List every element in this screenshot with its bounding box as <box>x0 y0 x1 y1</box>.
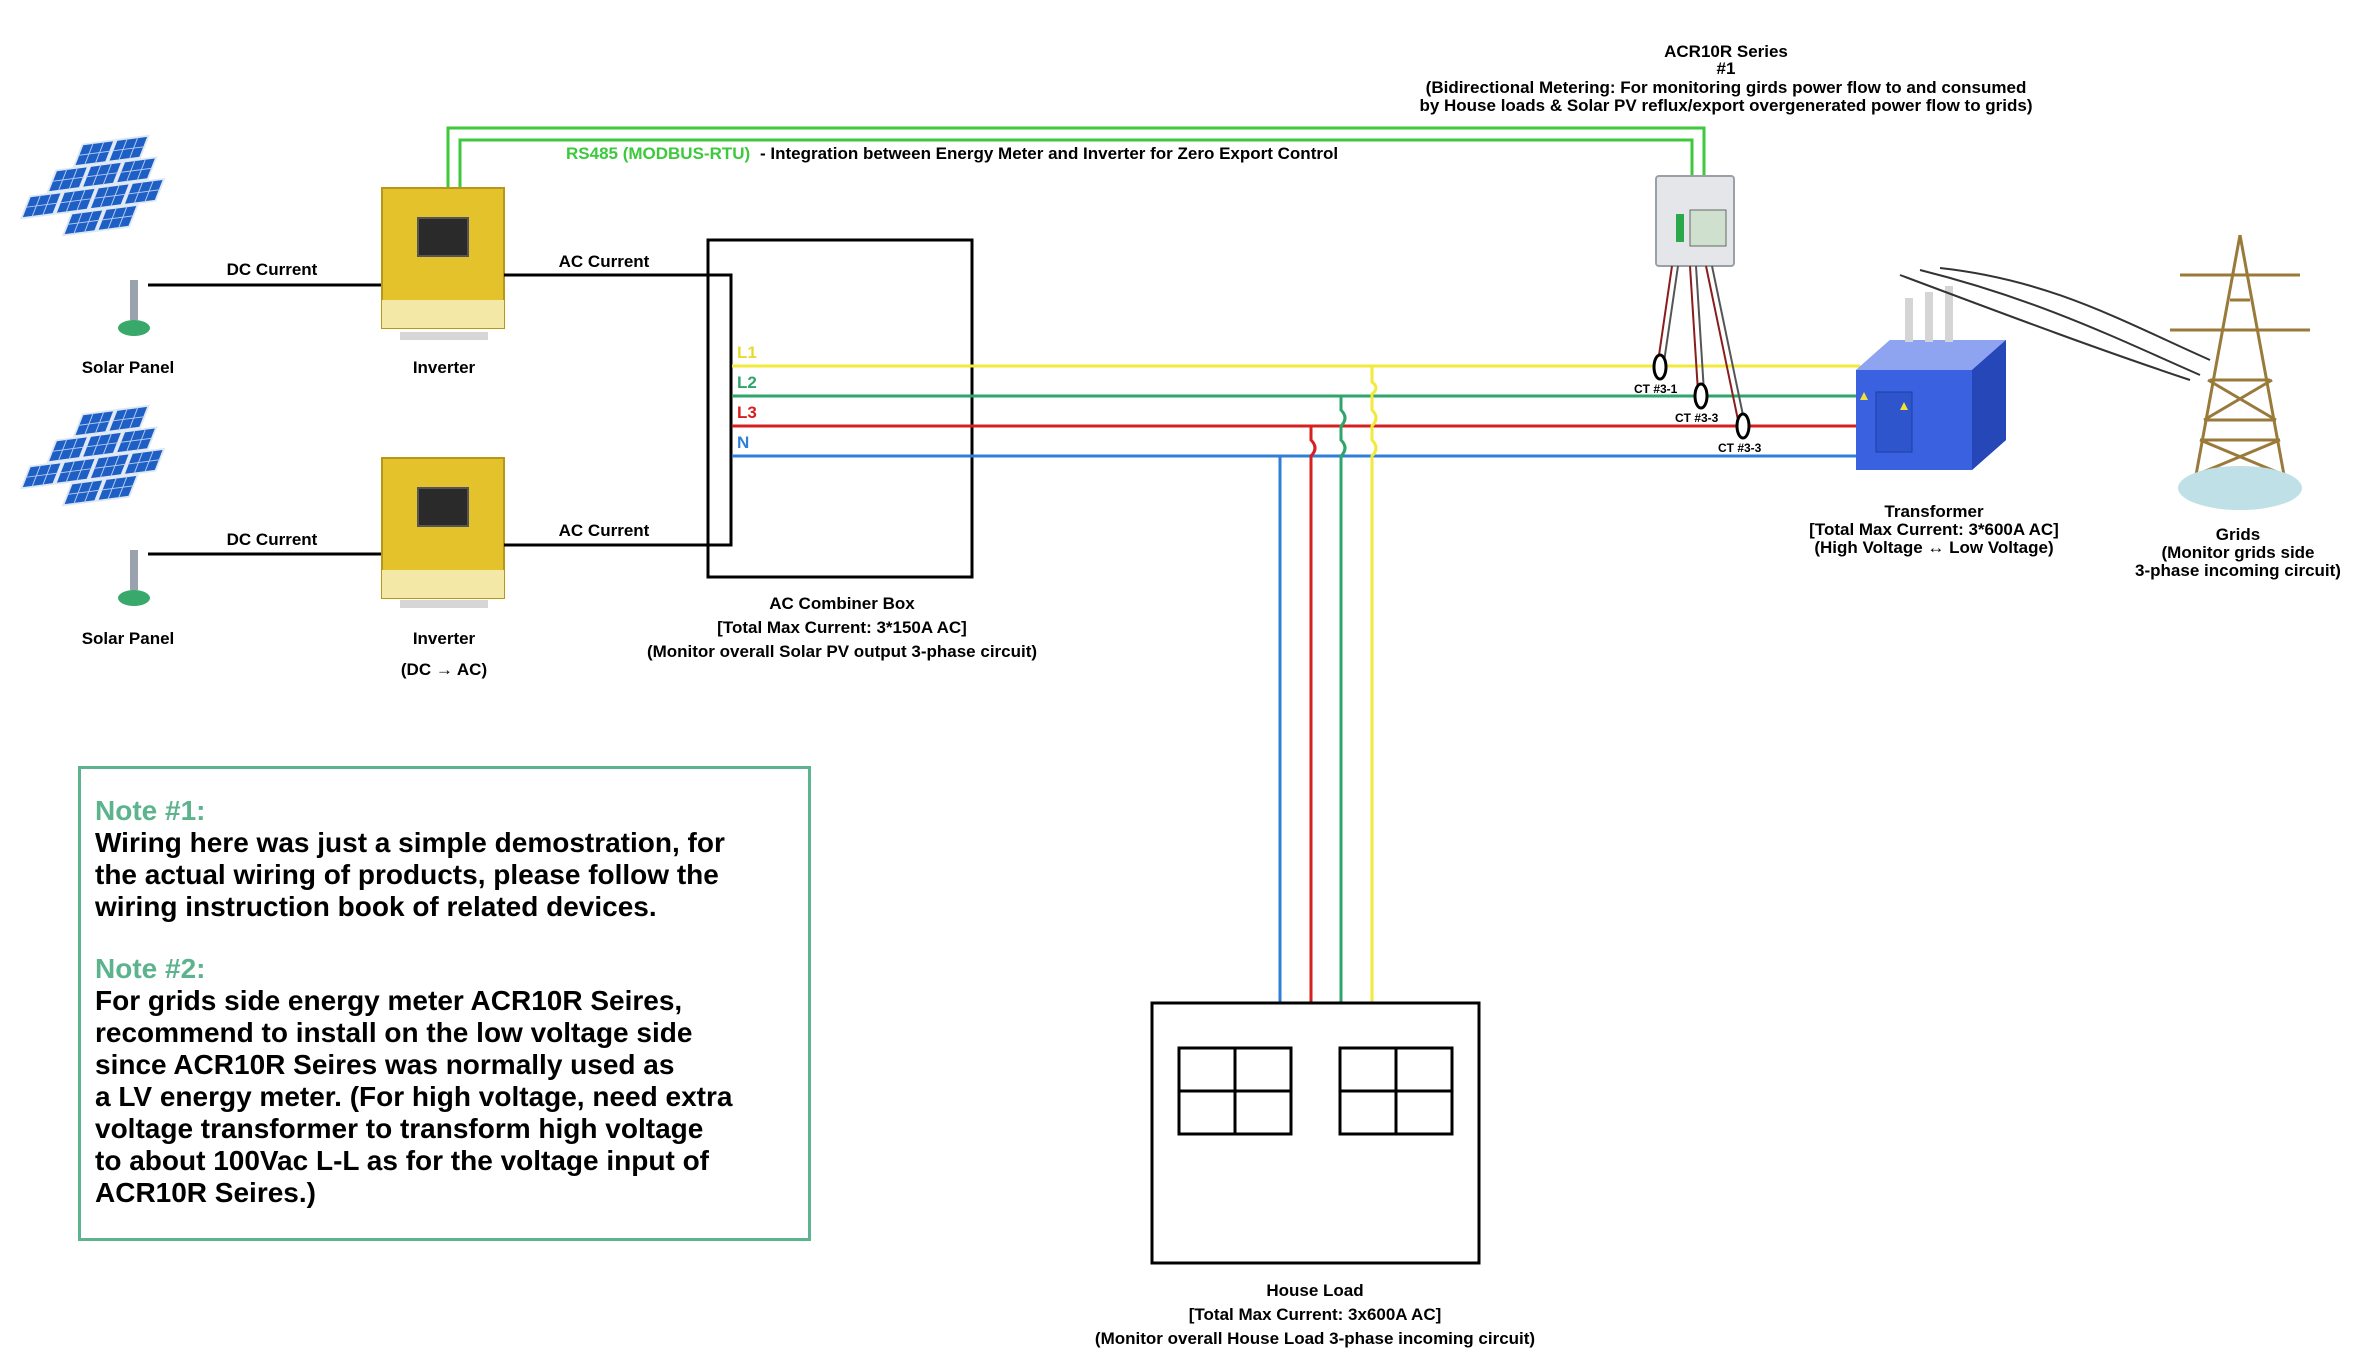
ac-cable-top <box>504 273 733 547</box>
ct-3-icon <box>1735 412 1751 440</box>
solar-panel-bottom-icon <box>20 404 166 606</box>
energy-meter-icon <box>1655 175 1735 267</box>
current-transformers <box>1652 353 1751 440</box>
meter-description-line2: by House loads & Solar PV reflux/export … <box>1419 96 2032 115</box>
phase-n-label: N <box>737 433 749 452</box>
phase-l2-label: L2 <box>737 373 757 392</box>
grid-tower-base <box>2178 466 2302 510</box>
note-1-body: Wiring here was just a simple demostrati… <box>95 827 725 922</box>
hv-lines <box>1899 267 2211 381</box>
solar-panel-bottom-label: Solar Panel <box>82 629 175 648</box>
transformer-current: [Total Max Current: 3*600A AC] <box>1809 520 2059 539</box>
combiner-description: (Monitor overall Solar PV output 3-phase… <box>647 642 1037 661</box>
ct-1-icon <box>1652 353 1668 381</box>
solar-panel-top-icon <box>20 134 166 336</box>
ct-1-label: CT #3-1 <box>1634 382 1678 396</box>
note-2-title: Note #2: <box>95 953 206 984</box>
note-2-body: For grids side energy meter ACR10R Seire… <box>95 985 733 1208</box>
grid-tower-icon <box>2170 234 2310 477</box>
transformer-title: Transformer <box>1884 502 1984 521</box>
house-load-title: House Load <box>1266 1281 1363 1300</box>
meter-number: #1 <box>1717 59 1736 78</box>
transformer-icon <box>1856 286 2006 470</box>
ct-2-icon <box>1693 382 1709 410</box>
dc-current-bottom-label: DC Current <box>227 530 318 549</box>
solar-panel-top-label: Solar Panel <box>82 358 175 377</box>
inverter-top-label: Inverter <box>413 358 476 377</box>
ac-combiner-box <box>706 238 974 579</box>
house-load-description: (Monitor overall House Load 3-phase inco… <box>1095 1329 1535 1348</box>
inverter-bottom-icon <box>381 457 505 608</box>
inverter-top-icon <box>381 187 505 340</box>
combiner-current: [Total Max Current: 3*150A AC] <box>717 618 967 637</box>
ac-current-bottom-label: AC Current <box>559 521 650 540</box>
meter-ct-wires <box>1657 265 1745 421</box>
meter-description-line1: (Bidirectional Metering: For monitoring … <box>1426 78 2027 97</box>
transformer-voltage: (High Voltage ↔ Low Voltage) <box>1814 538 2053 557</box>
rs485-protocol-label: RS485 (MODBUS-RTU) <box>566 144 750 163</box>
notes-box: Note #1: Wiring here was just a simple d… <box>78 766 811 1241</box>
ac-current-top-label: AC Current <box>559 252 650 271</box>
inverter-bottom-label: Inverter <box>413 629 476 648</box>
rs485-description-label: - Integration between Energy Meter and I… <box>760 144 1338 163</box>
inverter-bottom-sublabel: (DC → AC) <box>401 660 487 679</box>
phase-bus <box>732 364 1860 458</box>
house-feed-lines <box>1278 366 1378 1003</box>
meter-title: ACR10R Series <box>1664 42 1788 61</box>
house-load-box <box>1150 1001 1481 1265</box>
house-load-current: [Total Max Current: 3x600A AC] <box>1189 1305 1442 1324</box>
grids-line2: (Monitor grids side <box>2162 543 2315 562</box>
note-1-title: Note #1: <box>95 795 206 826</box>
ct-2-label: CT #3-3 <box>1675 411 1719 425</box>
phase-l3-label: L3 <box>737 403 757 422</box>
grids-title: Grids <box>2216 525 2260 544</box>
phase-l1-label: L1 <box>737 343 757 362</box>
dc-current-top-label: DC Current <box>227 260 318 279</box>
rs485-cable <box>446 126 1706 190</box>
ct-3-label: CT #3-3 <box>1718 441 1762 455</box>
grids-line3: 3-phase incoming circuit) <box>2135 561 2341 580</box>
combiner-title: AC Combiner Box <box>769 594 915 613</box>
